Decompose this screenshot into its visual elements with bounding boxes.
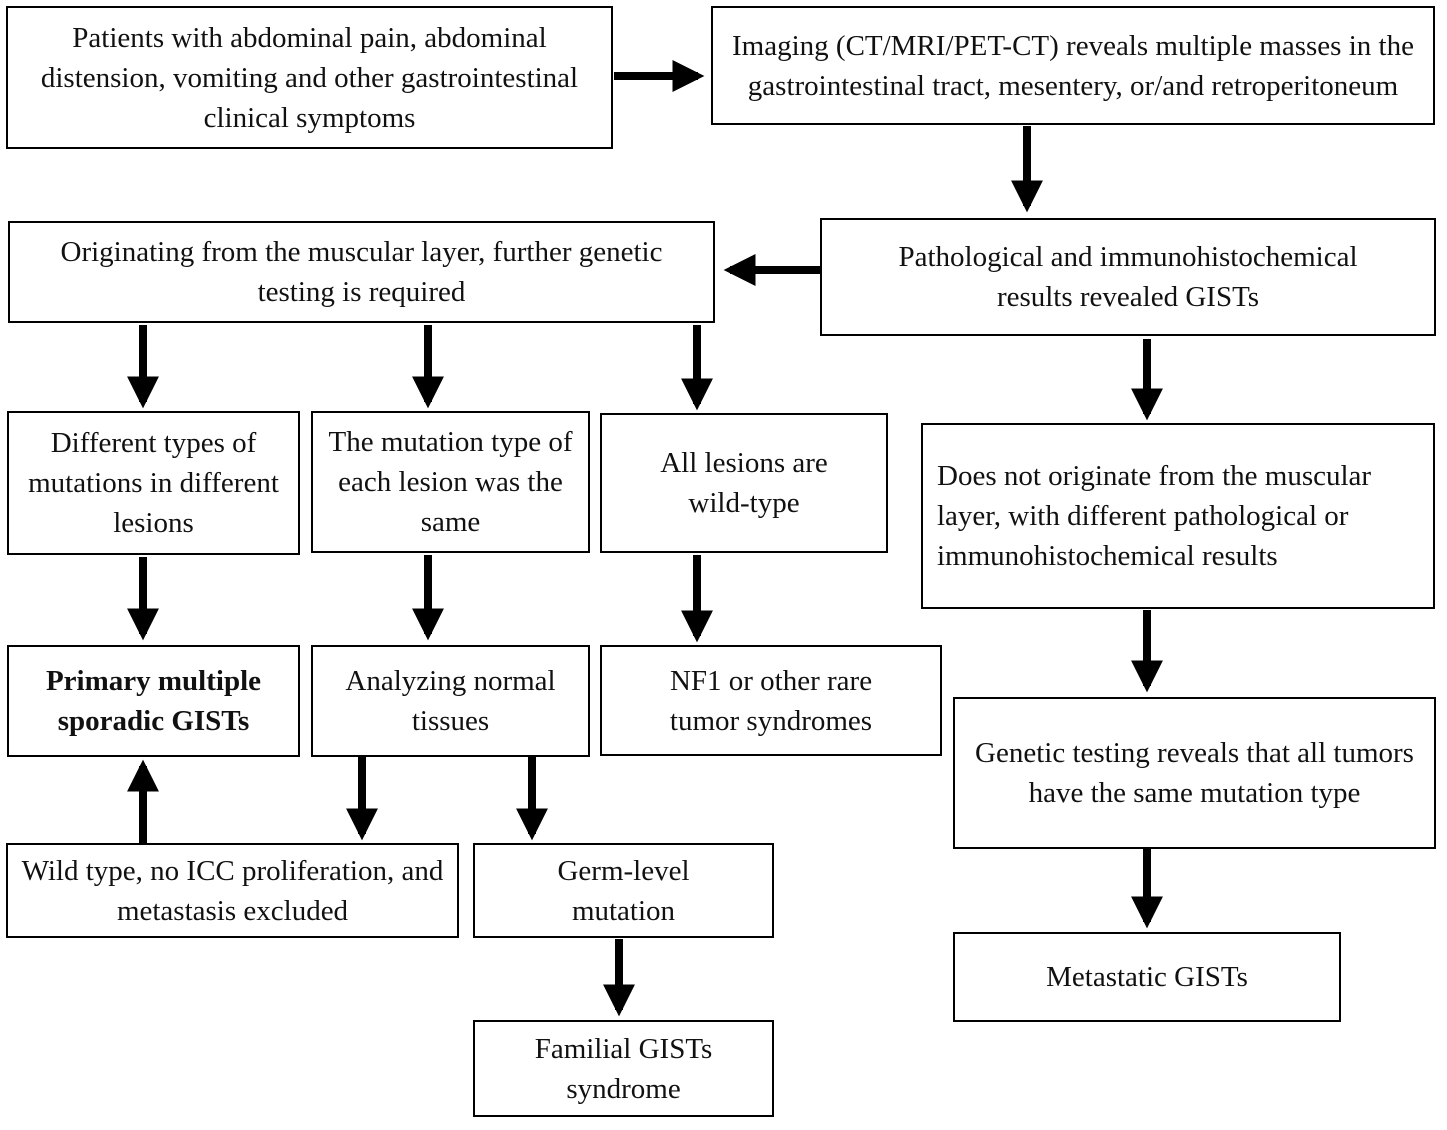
node-different-mutations: Different types of mutations in differen…	[7, 411, 300, 555]
node-same-type-genetic-label: Genetic testing reveals that all tumors …	[975, 737, 1414, 809]
node-wild-no-icc: Wild type, no ICC proliferation, and met…	[6, 843, 459, 938]
node-same-type-genetic: Genetic testing reveals that all tumors …	[953, 697, 1436, 849]
node-pathology-label: Pathological and immunohistochemical res…	[898, 241, 1358, 313]
node-different-mutations-label: Different types of mutations in differen…	[28, 427, 279, 539]
node-nf1: NF1 or other rare tumor syndromes	[600, 645, 942, 756]
node-not-muscular-label: Does not originate from the muscular lay…	[937, 460, 1372, 572]
node-germ-level: Germ-level mutation	[473, 843, 774, 938]
node-primary-sporadic-label: Primary multiple sporadic GISTs	[45, 665, 262, 737]
node-muscular-origin: Originating from the muscular layer, fur…	[8, 221, 715, 323]
node-not-muscular: Does not originate from the muscular lay…	[921, 423, 1435, 609]
node-symptoms: Patients with abdominal pain, abdominal …	[6, 6, 613, 149]
node-familial: Familial GISTs syndrome	[473, 1020, 774, 1117]
node-pathology: Pathological and immunohistochemical res…	[820, 218, 1436, 336]
node-wild-type: All lesions are wild-type	[600, 413, 888, 553]
node-analyzing-normal-label: Analyzing normal tissues	[345, 665, 556, 737]
node-primary-sporadic: Primary multiple sporadic GISTs	[7, 645, 300, 757]
node-imaging: Imaging (CT/MRI/PET-CT) reveals multiple…	[711, 6, 1435, 125]
node-nf1-label: NF1 or other rare tumor syndromes	[669, 664, 873, 737]
node-muscular-origin-label: Originating from the muscular layer, fur…	[60, 236, 663, 308]
node-metastatic-label: Metastatic GISTs	[1046, 961, 1248, 993]
node-same-mutation: The mutation type of each lesion was the…	[311, 411, 590, 553]
node-imaging-label: Imaging (CT/MRI/PET-CT) reveals multiple…	[732, 29, 1414, 102]
node-metastatic: Metastatic GISTs	[953, 932, 1341, 1022]
node-same-mutation-label: The mutation type of each lesion was the…	[328, 426, 573, 538]
node-familial-label: Familial GISTs syndrome	[534, 1032, 713, 1105]
node-symptoms-label: Patients with abdominal pain, abdominal …	[40, 21, 579, 134]
node-analyzing-normal: Analyzing normal tissues	[311, 645, 590, 757]
node-wild-no-icc-label: Wild type, no ICC proliferation, and met…	[21, 854, 444, 927]
node-wild-type-label: All lesions are wild-type	[660, 447, 828, 519]
node-germ-level-label: Germ-level mutation	[557, 854, 690, 927]
